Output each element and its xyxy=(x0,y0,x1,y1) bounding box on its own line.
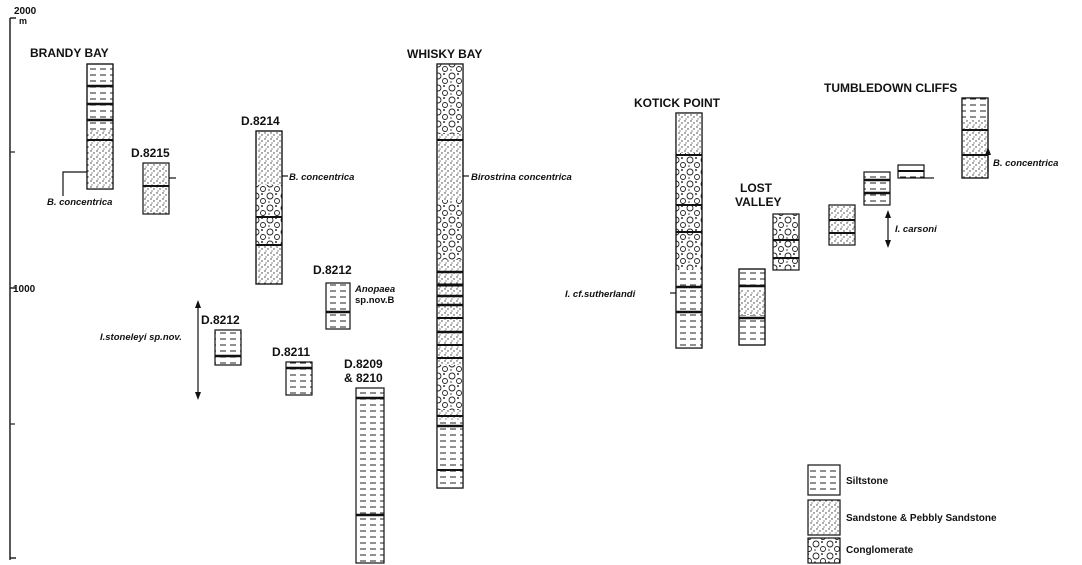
locality-brandy-bay: BRANDY BAY xyxy=(30,46,109,60)
section-d8212-upper: D.8212 xyxy=(313,263,352,277)
section-d8214: D.8214 xyxy=(241,114,280,128)
column-d8214 xyxy=(256,131,288,284)
fossil-birostrina: Birostrina concentrica xyxy=(471,172,572,183)
fossil-anopaea-sp: sp.nov.B xyxy=(355,295,395,306)
fossil-anopaea: Anopaea xyxy=(354,284,395,295)
column-d8209-8210 xyxy=(356,388,384,563)
scale-mid-label: 1000 xyxy=(13,284,36,295)
legend-conglomerate: Conglomerate xyxy=(846,545,914,556)
column-whisky-bay xyxy=(437,64,469,488)
locality-lost-valley-line1: LOST xyxy=(740,181,773,195)
column-d8212-upper xyxy=(326,283,350,329)
locality-whisky-bay: WHISKY BAY xyxy=(407,47,482,61)
legend-swatch-sandstone xyxy=(808,500,840,535)
column-lost-valley xyxy=(739,214,799,345)
column-brandy-bay xyxy=(63,64,113,196)
section-d8209: D.8209 xyxy=(344,357,383,371)
fossil-b-concentrica-d8214: B. concentrica xyxy=(289,172,354,183)
fossil-carsoni: I. carsoni xyxy=(895,224,937,235)
fossil-stoneleyi: I.stoneleyi sp.nov. xyxy=(100,332,182,343)
locality-tumbledown-cliffs: TUMBLEDOWN CLIFFS xyxy=(824,81,957,95)
column-kotick-point xyxy=(670,113,702,348)
fossil-sutherlandi: I. cf.sutherlandi xyxy=(565,289,636,300)
section-8210: & 8210 xyxy=(344,371,383,385)
fossil-b-concentrica-tumbledown: B. concentrica xyxy=(993,158,1058,169)
legend-swatch-siltstone xyxy=(808,465,840,495)
locality-lost-valley-line2: VALLEY xyxy=(735,195,781,209)
legend-siltstone: Siltstone xyxy=(846,476,889,487)
column-d8215 xyxy=(143,163,176,214)
section-d8211: D.8211 xyxy=(272,345,310,359)
legend-swatch-conglomerate xyxy=(808,538,840,563)
fossil-b-concentrica-brandy: B. concentrica xyxy=(47,197,112,208)
depth-scale: 2000 m 1000 xyxy=(10,6,37,560)
locality-kotick-point: KOTICK POINT xyxy=(634,96,721,110)
column-d8211 xyxy=(286,362,312,395)
scale-unit: m xyxy=(19,16,27,26)
legend-sandstone: Sandstone & Pebbly Sandstone xyxy=(846,513,997,524)
section-d8212-lower: D.8212 xyxy=(201,313,240,327)
lithology-legend: Siltstone Sandstone & Pebbly Sandstone C… xyxy=(808,465,997,563)
section-d8215: D.8215 xyxy=(131,146,170,160)
